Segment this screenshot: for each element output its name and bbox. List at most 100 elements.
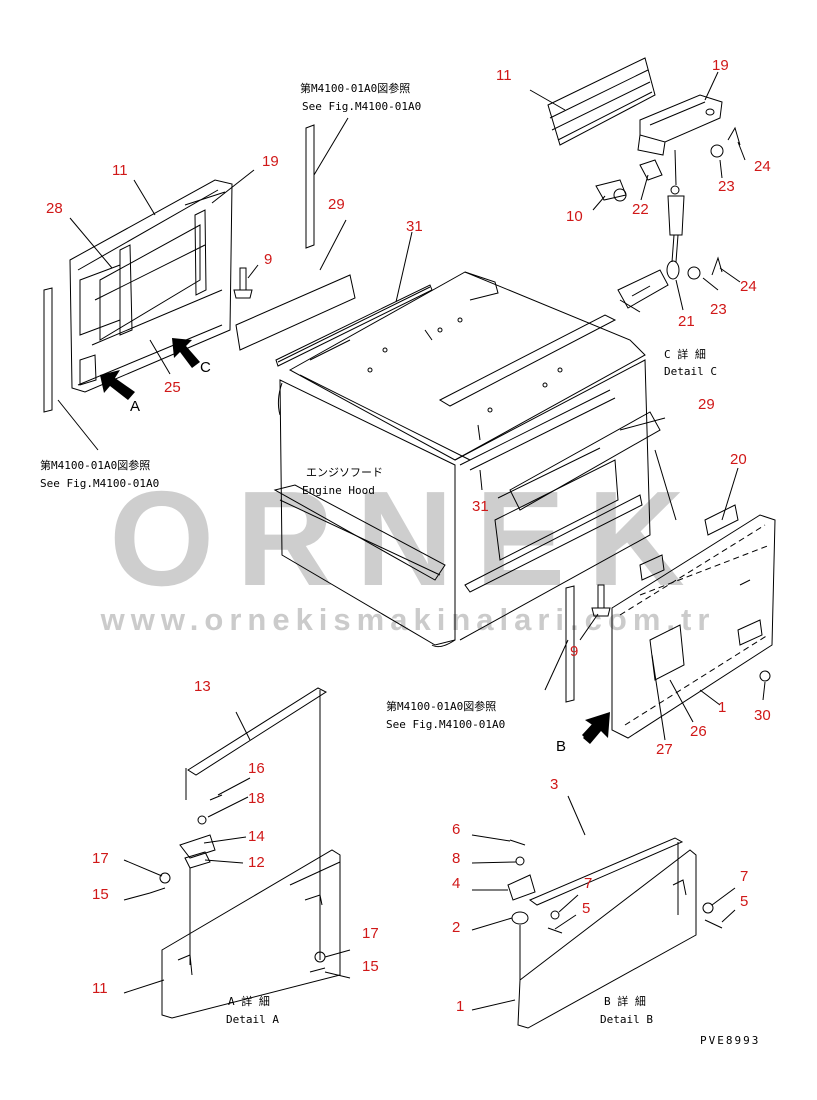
bolt-10	[595, 179, 627, 201]
pin-6	[509, 839, 526, 846]
callout-l28: 28	[46, 200, 63, 217]
callout-a17a: 17	[92, 850, 109, 867]
strut-end-bottom	[666, 260, 680, 280]
panel-1-corner	[517, 849, 697, 1029]
hood-title-jp: エンジソフード	[306, 466, 383, 479]
text-layer: 第M4100-01A0図参照 See Fig.M4100-01A0 第M4100…	[40, 57, 771, 1047]
detail-a-jp: A 詳 細	[228, 994, 270, 1008]
hinge-14	[179, 834, 216, 859]
seal-29-right	[509, 411, 661, 511]
ref-3-jp: 第M4100-01A0図参照	[386, 699, 496, 713]
callout-c19: 19	[712, 57, 729, 74]
ref-2-jp: 第M4100-01A0図参照	[40, 458, 150, 472]
pin-15-a	[149, 887, 166, 894]
pin-24-bottom	[711, 256, 723, 276]
pin-15-b	[309, 967, 326, 973]
callout-b4: 4	[452, 875, 460, 892]
engine-hood	[273, 271, 661, 648]
right-side-panel	[565, 504, 776, 739]
pin-24-top	[727, 126, 741, 146]
callout-numbers: 11 19 10 22 23 24 24 23 21 11 19 28 9 25…	[46, 57, 771, 1015]
callout-c24b: 24	[740, 278, 757, 295]
callout-b5a: 5	[582, 900, 590, 917]
hood-title-en: Engine Hood	[302, 484, 375, 497]
strip-left	[43, 287, 53, 413]
pin-16	[209, 794, 223, 801]
drawing-code: PVE8993	[700, 1034, 760, 1047]
callout-c21: 21	[678, 313, 695, 330]
detail-a-drawing	[149, 687, 341, 1019]
detail-c-drawing	[547, 57, 741, 313]
hinge-4	[507, 874, 536, 901]
callout-r1: 1	[718, 699, 726, 716]
bracket-19	[639, 94, 723, 143]
detail-b-jp: B 詳 細	[604, 994, 646, 1008]
knob-30	[759, 670, 771, 682]
callout-r27: 27	[656, 741, 673, 758]
washer-8	[515, 856, 525, 866]
watermark-brand: ORNEK	[109, 463, 707, 614]
washer-23-bottom	[687, 266, 701, 280]
leader-lines	[57, 71, 766, 1011]
callout-b2: 2	[452, 919, 460, 936]
rail-11	[547, 57, 656, 146]
rod-3	[528, 837, 684, 906]
inner-panel-28	[79, 264, 121, 336]
view-arrows	[100, 338, 610, 744]
strip-right	[565, 585, 575, 703]
callout-c24a: 24	[754, 158, 771, 175]
callout-r20: 20	[730, 451, 747, 468]
panel-11-outline	[69, 179, 233, 393]
ref-1-jp: 第M4100-01A0図参照	[300, 81, 410, 95]
callout-m29b: 29	[698, 396, 715, 413]
bolt-22	[639, 159, 663, 181]
watermark-url: www.ornekismakinalari.com.tr	[100, 602, 716, 637]
pin-5-a	[547, 927, 563, 934]
pin-5-b	[704, 919, 723, 929]
latch-12	[184, 851, 211, 869]
callout-b7b: 7	[740, 868, 748, 885]
hinge-20	[704, 504, 739, 536]
callout-r30: 30	[754, 707, 771, 724]
strip-top	[305, 124, 315, 249]
callout-r26: 26	[690, 723, 707, 740]
strut-end-top	[670, 185, 680, 195]
callout-a16: 16	[248, 760, 265, 777]
detail-b-en: Detail B	[600, 1013, 653, 1026]
callout-m31b: 31	[472, 498, 489, 515]
bushing-2	[511, 911, 529, 925]
seal-29-left	[235, 274, 356, 351]
callout-l9: 9	[264, 251, 272, 268]
ref-1-en: See Fig.M4100-01A0	[302, 100, 421, 113]
callout-a11: 11	[92, 980, 108, 997]
washer-18	[197, 815, 207, 825]
arrow-a	[100, 370, 135, 400]
callout-c10: 10	[566, 208, 583, 225]
callout-a15b: 15	[362, 958, 379, 975]
callout-a12: 12	[248, 854, 265, 871]
hood-top	[288, 271, 646, 461]
arrow-c	[172, 338, 200, 368]
callout-a18: 18	[248, 790, 265, 807]
callout-a15a: 15	[92, 886, 109, 903]
panel-1-outline	[611, 514, 776, 739]
callout-b1: 1	[456, 998, 464, 1015]
callout-b6: 6	[452, 821, 460, 838]
callout-b3: 3	[550, 776, 558, 793]
arrow-b-head	[583, 712, 610, 744]
left-side-panel	[43, 179, 253, 413]
panel-11-corner	[161, 849, 341, 1019]
detail-c-en: Detail C	[664, 365, 717, 378]
detail-c-jp: C 詳 細	[664, 347, 706, 361]
ref-2-en: See Fig.M4100-01A0	[40, 477, 159, 490]
hood-side	[454, 359, 651, 641]
bolt-9-left	[239, 267, 247, 291]
callout-m29a: 29	[328, 196, 345, 213]
view-marker-a: A	[130, 398, 140, 415]
callout-c23b: 23	[710, 301, 727, 318]
callout-c23a: 23	[718, 178, 735, 195]
callout-b8: 8	[452, 850, 460, 867]
rod-13	[187, 687, 328, 776]
washer-7-b	[702, 902, 714, 914]
